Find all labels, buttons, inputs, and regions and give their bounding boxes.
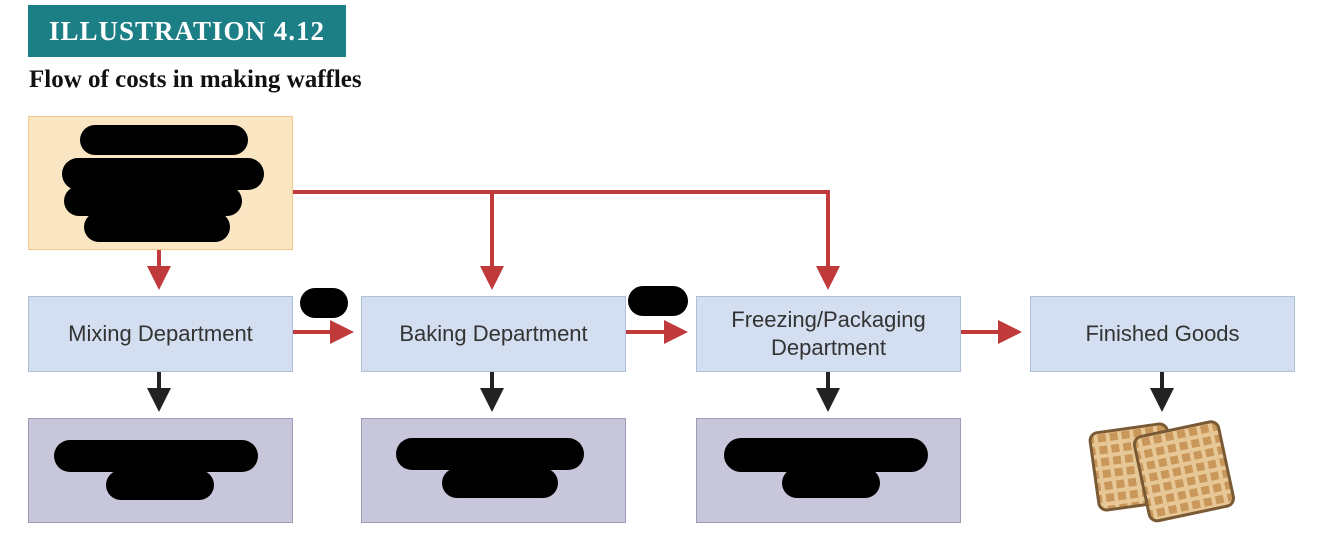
redaction-mark	[62, 158, 264, 190]
diagram-subtitle: Flow of costs in making waffles	[29, 66, 362, 93]
redaction-mark	[54, 440, 258, 472]
redaction-mark	[84, 212, 230, 242]
illustration-label: ILLUSTRATION 4.12	[48, 15, 326, 46]
redaction-mark	[64, 186, 242, 216]
redaction-mark	[442, 468, 558, 498]
baking-department-label: Baking Department	[399, 321, 588, 346]
baking-department-box: Baking Department	[361, 296, 626, 372]
redaction-mark	[300, 288, 348, 318]
mixing-department-box: Mixing Department	[28, 296, 293, 372]
redaction-mark	[782, 468, 880, 498]
freezing-packaging-department-box: Freezing/Packaging Department	[696, 296, 961, 372]
redaction-mark	[628, 286, 688, 316]
illustration-badge: ILLUSTRATION 4.12	[28, 5, 346, 57]
mixing-department-label: Mixing Department	[68, 321, 253, 346]
finished-goods-box: Finished Goods	[1030, 296, 1295, 372]
finished-goods-label: Finished Goods	[1085, 321, 1240, 346]
redaction-mark	[724, 438, 928, 472]
redaction-mark	[80, 125, 248, 155]
freezing-packaging-department-label: Freezing/Packaging Department	[731, 307, 926, 360]
waffle-icon	[1088, 420, 1235, 523]
redaction-mark	[396, 438, 584, 470]
redaction-mark	[106, 470, 214, 500]
raw-materials-feed-line	[292, 190, 840, 290]
